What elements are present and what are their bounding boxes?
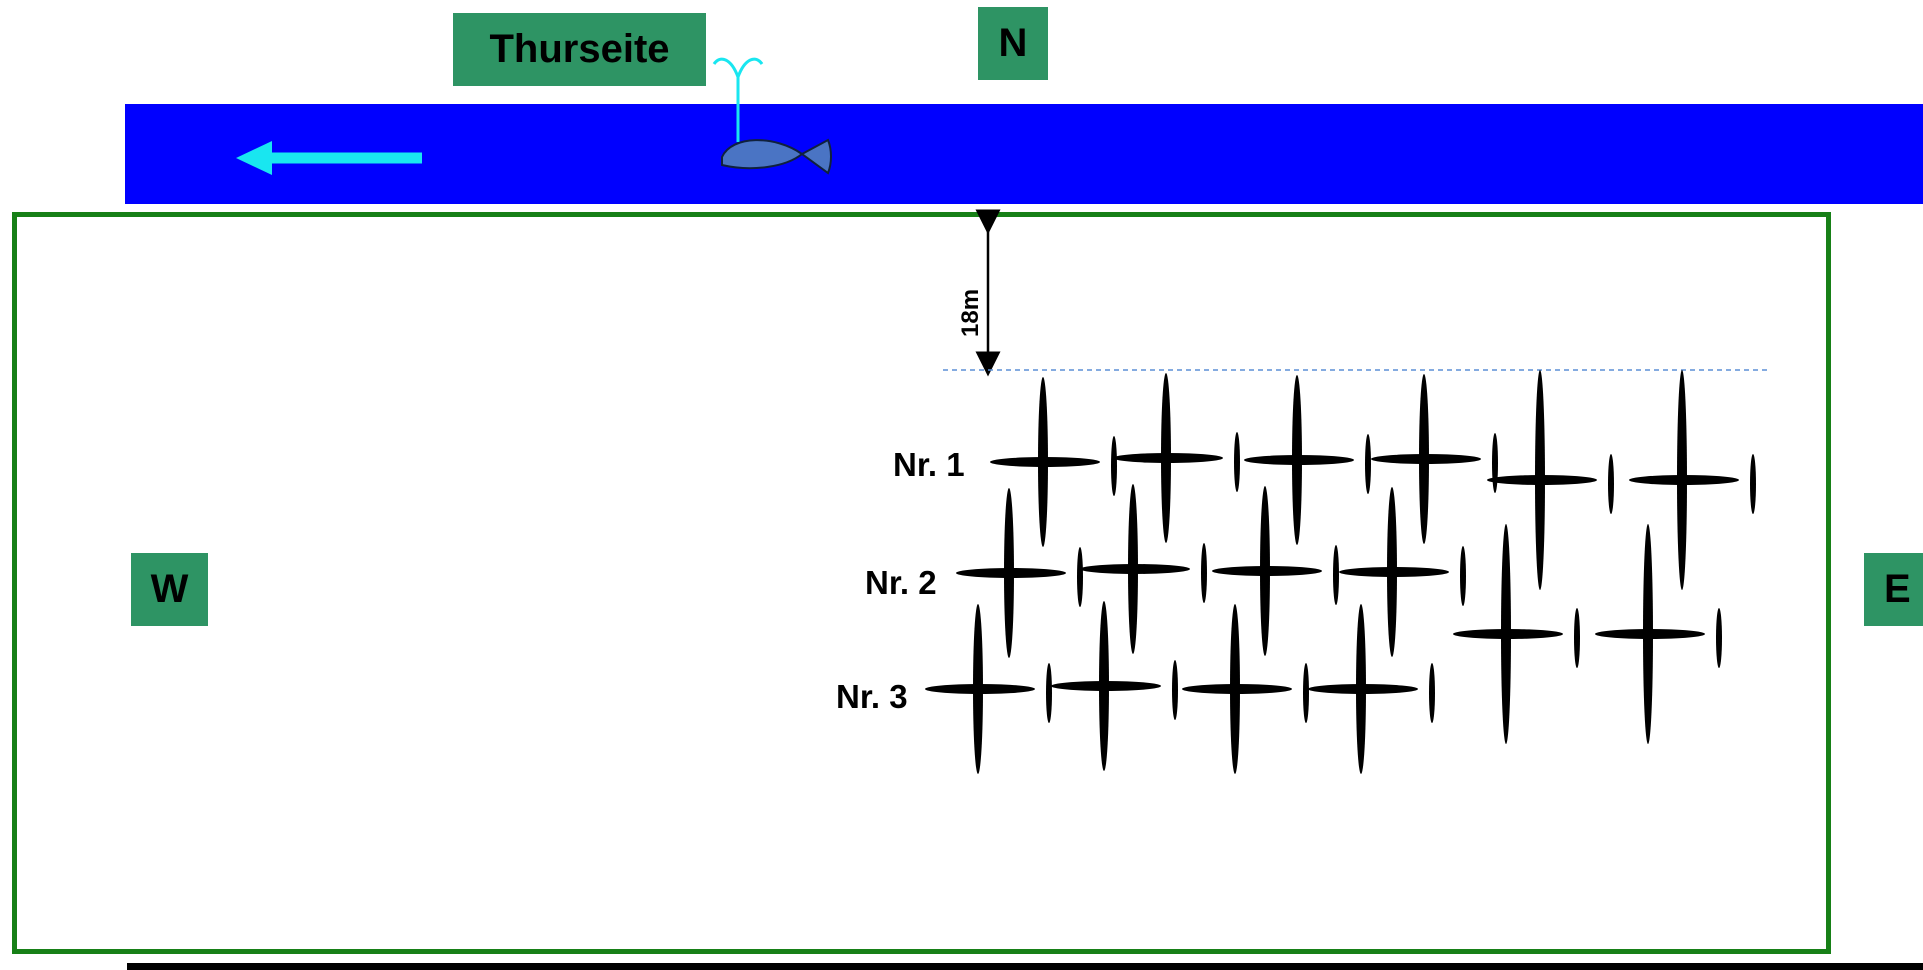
west-label: W bbox=[131, 553, 208, 626]
tree-markers bbox=[925, 370, 1756, 774]
tree-marker-row-3 bbox=[1182, 604, 1309, 774]
tree-marker-row-2 bbox=[1339, 487, 1466, 657]
tree-marker-row-1 bbox=[1629, 370, 1756, 590]
row-label-1: Nr. 1 bbox=[893, 446, 965, 483]
tree-marker-row-1 bbox=[1244, 375, 1371, 545]
tree-marker-row-3 bbox=[1308, 604, 1435, 774]
tree-marker-row-2 bbox=[1212, 486, 1339, 656]
tree-marker-row-1 bbox=[1113, 373, 1240, 543]
tree-marker-row-3 bbox=[1051, 601, 1178, 771]
river-side-label: Thurseite bbox=[453, 13, 706, 86]
row-label-3: Nr. 3 bbox=[836, 678, 908, 715]
east-label: E bbox=[1864, 553, 1923, 626]
distance-label: 18m bbox=[957, 289, 984, 337]
distance-marker: 18m bbox=[957, 209, 1001, 377]
field-boundary bbox=[12, 212, 1831, 954]
tree-marker-row-2 bbox=[1595, 524, 1722, 744]
tree-marker-row-2 bbox=[956, 488, 1083, 658]
tree-marker-row-1 bbox=[1487, 370, 1614, 590]
whale-icon bbox=[712, 57, 832, 175]
tree-marker-row-2 bbox=[1453, 524, 1580, 744]
tree-marker-row-3 bbox=[925, 604, 1052, 774]
tree-marker-row-2 bbox=[1080, 484, 1207, 654]
tree-marker-row-1 bbox=[990, 377, 1117, 547]
river-thur bbox=[125, 104, 1923, 204]
row-label-2: Nr. 2 bbox=[865, 564, 937, 601]
arrow-left-icon bbox=[236, 141, 422, 175]
north-label: N bbox=[978, 7, 1048, 80]
bottom-edge-line bbox=[127, 963, 1923, 970]
